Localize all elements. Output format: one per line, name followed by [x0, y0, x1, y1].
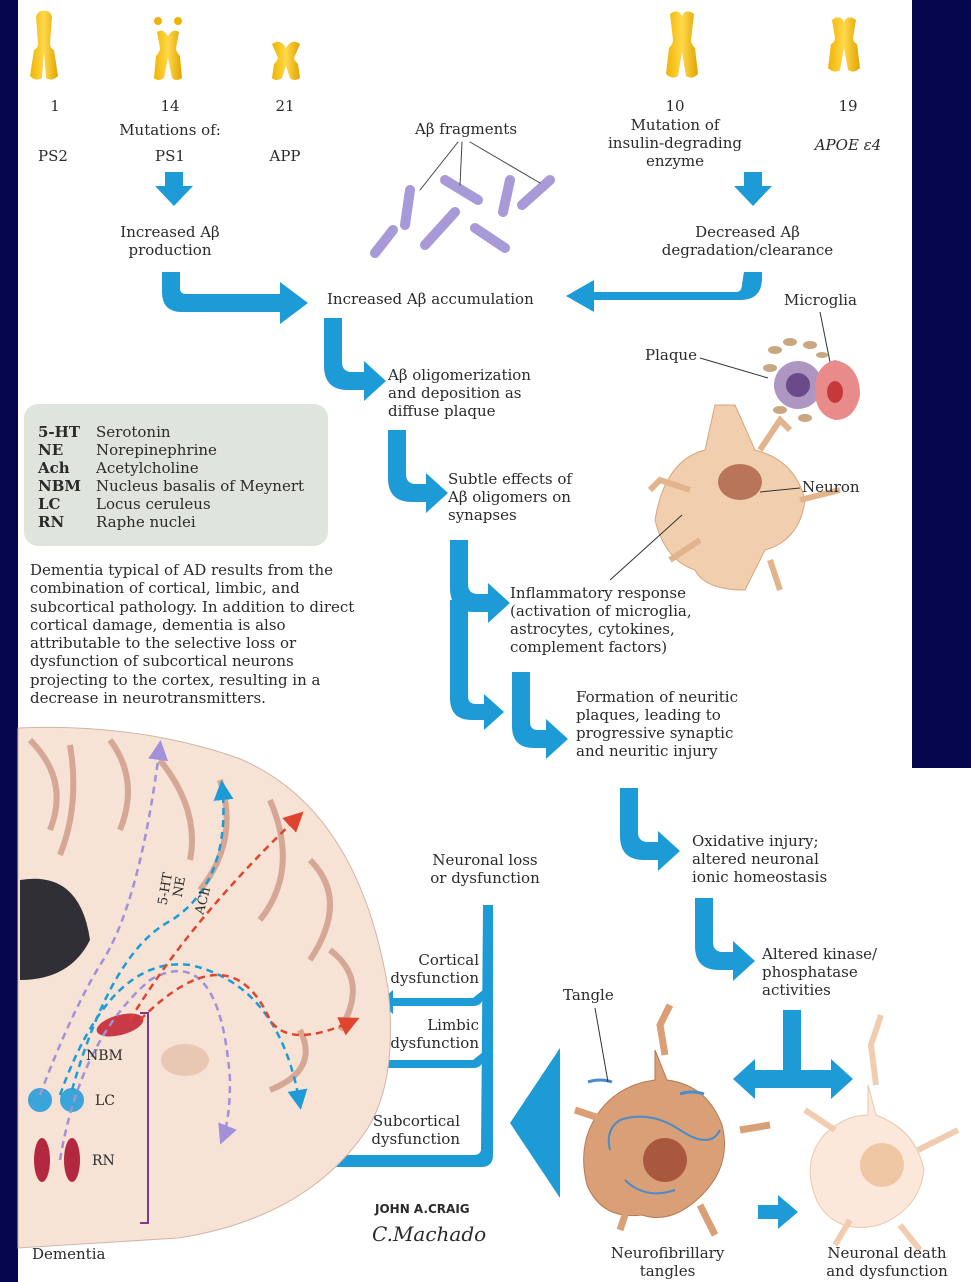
- brain-cross-section: [18, 727, 391, 1248]
- subcortical-dysfunction-label: Subcortical dysfunction: [355, 1112, 460, 1148]
- cortical-dysfunction-label: Cortical dysfunction: [384, 951, 479, 987]
- neuritic-plaques-label: Formation of neuritic plaques, leading t…: [576, 688, 738, 760]
- neuronal-loss-label: Neuronal loss or dysfunction: [415, 851, 555, 887]
- mutations-of-label: Mutations of:: [115, 121, 225, 139]
- chromosome-19-icon: [828, 17, 860, 71]
- nbm-label: NBM: [86, 1047, 123, 1065]
- chromosome-1-icon: [30, 11, 58, 80]
- increased-accumulation-label: Increased Aβ accumulation: [327, 290, 534, 308]
- description-paragraph: Dementia typical of AD results from the …: [30, 561, 360, 707]
- dead-neuron-illustration: [805, 1015, 958, 1250]
- chromosome-21-gene: APP: [260, 147, 310, 165]
- amyloid-fragments: [375, 142, 550, 253]
- tangles-label: Neurofibrillary tangles: [595, 1244, 740, 1280]
- tangle-neuron-illustration: [575, 1005, 770, 1235]
- increased-production-label: Increased Aβ production: [100, 223, 240, 259]
- chromosome-19-number: 19: [833, 97, 863, 115]
- subtle-effects-label: Subtle effects of Aβ oligomers on synaps…: [448, 470, 572, 524]
- chromosome-1-number: 1: [40, 97, 70, 115]
- neuronal-death-label: Neuronal death and dysfunction: [812, 1244, 962, 1280]
- chromosome-21-icon: [272, 42, 300, 80]
- chromosome-14-number: 14: [155, 97, 185, 115]
- dementia-label: Dementia: [32, 1245, 105, 1263]
- chromosome-21-number: 21: [270, 97, 300, 115]
- neuron-label: Neuron: [802, 478, 860, 496]
- kinase-label: Altered kinase/ phosphatase activities: [762, 945, 877, 999]
- plaque-label: Plaque: [645, 346, 697, 364]
- fragments-label: Aβ fragments: [415, 120, 517, 138]
- limbic-dysfunction-label: Limbic dysfunction: [384, 1016, 479, 1052]
- chromosome-10-icon: [666, 11, 698, 77]
- rn-label: RN: [92, 1152, 115, 1170]
- chromosome-19-gene: APOE ε4: [800, 136, 896, 154]
- artist-signature-2: C.Machado: [372, 1222, 486, 1246]
- inflammatory-label: Inflammatory response (activation of mic…: [510, 584, 692, 656]
- chromosome-10-number: 10: [660, 97, 690, 115]
- tangle-label: Tangle: [563, 986, 614, 1004]
- chromosome-14-gene: PS1: [145, 147, 195, 165]
- oligomerization-label: Aβ oligomerization and deposition as dif…: [388, 366, 531, 420]
- chromosome-1-gene: PS2: [28, 147, 78, 165]
- lc-label: LC: [95, 1092, 115, 1110]
- norepinephrine-pathway-label: NE: [170, 875, 191, 899]
- chromosome-10-gene: Mutation of insulin-degrading enzyme: [600, 116, 750, 170]
- decreased-degradation-label: Decreased Aβ degradation/clearance: [660, 223, 835, 259]
- oxidative-label: Oxidative injury; altered neuronal ionic…: [692, 832, 827, 886]
- microglia-label: Microglia: [784, 291, 857, 309]
- artist-signature: JOHN A.CRAIG: [375, 1202, 470, 1216]
- chromosome-14-icon: [154, 17, 182, 80]
